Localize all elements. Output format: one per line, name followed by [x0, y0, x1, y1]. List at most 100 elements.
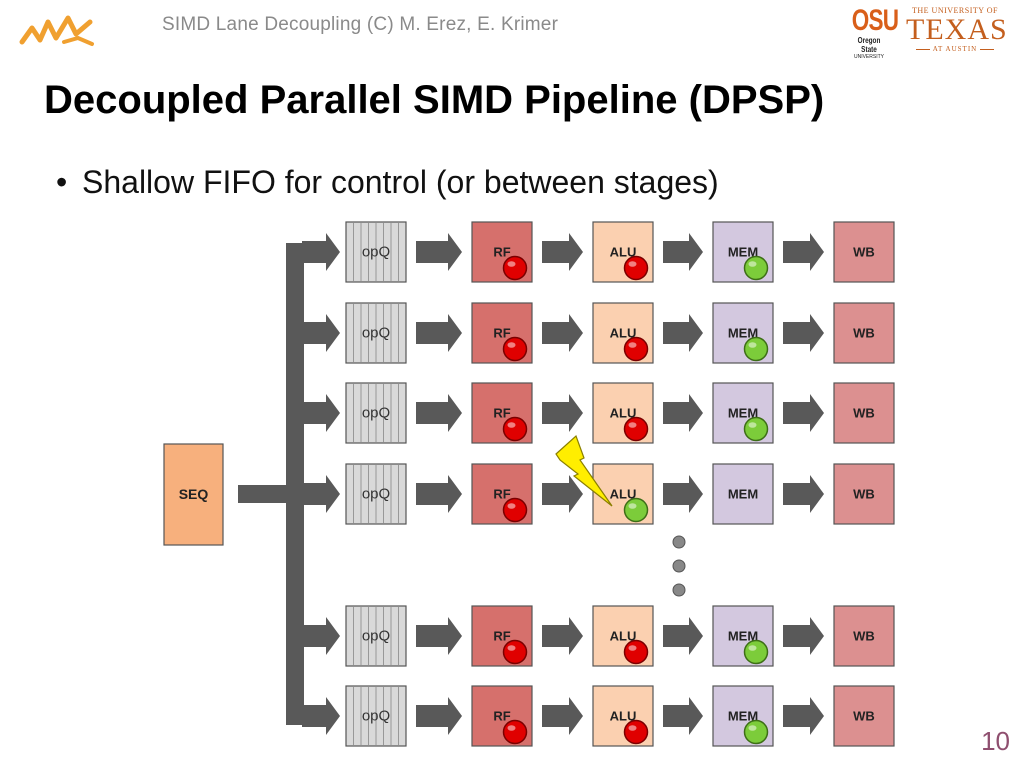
stage-arrow: [663, 314, 703, 352]
opq-label: opQ: [362, 708, 390, 725]
wb-block: [833, 685, 895, 747]
seq-block: [163, 443, 224, 546]
mem-token-shine: [748, 261, 757, 267]
stage-arrow: [542, 475, 583, 513]
alu-label: ALU: [610, 326, 637, 341]
ut-logo-bottom: AT AUSTIN: [906, 44, 1004, 54]
alu-token: [623, 639, 649, 665]
alu-label: ALU: [610, 245, 637, 260]
rf-label: RF: [493, 487, 510, 502]
stage-arrow: [416, 314, 462, 352]
osu-logo-line2: UNIVERSITY: [853, 54, 884, 60]
seq-to-bus-arrow: [238, 485, 286, 503]
rf-token: [502, 497, 528, 523]
rf-token: [502, 719, 528, 745]
alu-token-shine: [628, 503, 637, 509]
opq-label: opQ: [362, 325, 390, 342]
bullet-dot: •: [56, 164, 68, 200]
mem-token: [743, 639, 769, 665]
mem-token-shine: [748, 645, 757, 651]
alu-token-shine: [628, 422, 637, 428]
mem-token: [743, 336, 769, 362]
ut-logo-main: TEXAS: [906, 13, 1008, 46]
stage-arrow: [783, 314, 824, 352]
alu-token-shine: [628, 725, 637, 731]
rf-label: RF: [493, 406, 510, 421]
alu-token: [623, 255, 649, 281]
page-number: 10: [981, 726, 1010, 756]
alu-token: [623, 336, 649, 362]
opq-label: opQ: [362, 486, 390, 503]
alu-token-shine: [628, 645, 637, 651]
alu-token-shine: [628, 261, 637, 267]
bus-branch-arrow: [302, 475, 340, 513]
stage-arrow: [542, 697, 583, 735]
stage-arrow: [783, 475, 824, 513]
bus-branch-arrow: [302, 617, 340, 655]
alu-token: [623, 416, 649, 442]
bus-branch-arrow: [302, 697, 340, 735]
slide-title: Decoupled Parallel SIMD Pipeline (DPSP): [44, 78, 825, 122]
mem-token-shine: [748, 725, 757, 731]
wb-label: WB: [853, 245, 875, 260]
rf-token-shine: [507, 261, 516, 267]
mem-label: MEM: [728, 487, 758, 502]
alu-block: [592, 221, 654, 283]
rf-label: RF: [493, 326, 510, 341]
mem-token-shine: [748, 342, 757, 348]
mem-token: [743, 255, 769, 281]
opq-label: opQ: [362, 244, 390, 261]
ellipsis-dot: [672, 559, 686, 573]
bus-trunk: [286, 243, 304, 725]
stage-arrow: [783, 394, 824, 432]
wb-block: [833, 463, 895, 525]
bus-branch-arrow: [302, 394, 340, 432]
rf-token: [502, 255, 528, 281]
rf-token: [502, 336, 528, 362]
wb-block: [833, 382, 895, 444]
rf-token-shine: [507, 422, 516, 428]
stage-arrow: [416, 394, 462, 432]
rf-label: RF: [493, 245, 510, 260]
alu-token: [623, 719, 649, 745]
rf-token: [502, 639, 528, 665]
alu-label: ALU: [610, 629, 637, 644]
stage-arrow: [542, 314, 583, 352]
rf-token-shine: [507, 725, 516, 731]
mem-token-shine: [748, 422, 757, 428]
osu-logo-line1: Oregon State: [857, 36, 881, 54]
course-header: SIMD Lane Decoupling (C) M. Erez, E. Kri…: [162, 14, 559, 35]
stage-arrow: [416, 617, 462, 655]
ellipsis-dot: [672, 535, 686, 549]
rf-token-shine: [507, 342, 516, 348]
wb-block: [833, 302, 895, 364]
stage-arrow: [416, 697, 462, 735]
stage-arrow: [542, 233, 583, 271]
mem-token: [743, 719, 769, 745]
mem-label: MEM: [728, 245, 758, 260]
stage-arrow: [542, 394, 583, 432]
rf-label: RF: [493, 629, 510, 644]
osu-logo: OSU Oregon State UNIVERSITY: [846, 6, 899, 61]
stage-arrow: [663, 394, 703, 432]
ut-logo-top: THE UNIVERSITY OF: [912, 6, 998, 15]
wb-label: WB: [853, 487, 875, 502]
stage-arrow: [663, 617, 703, 655]
bullet-text: Shallow FIFO for control (or between sta…: [82, 164, 719, 200]
mem-block: [712, 605, 774, 667]
alu-token-shine: [628, 342, 637, 348]
ut-logo: THE UNIVERSITY OF TEXAS AT AUSTIN: [906, 6, 1008, 54]
alu-label: ALU: [610, 709, 637, 724]
mem-label: MEM: [728, 709, 758, 724]
rf-token-shine: [507, 503, 516, 509]
mem-label: MEM: [728, 326, 758, 341]
rf-label: RF: [493, 709, 510, 724]
wb-label: WB: [853, 406, 875, 421]
opq-label: opQ: [362, 405, 390, 422]
mem-label: MEM: [728, 629, 758, 644]
wb-label: WB: [853, 709, 875, 724]
stage-arrow: [783, 617, 824, 655]
wb-label: WB: [853, 326, 875, 341]
bus-branch-arrow: [302, 233, 340, 271]
